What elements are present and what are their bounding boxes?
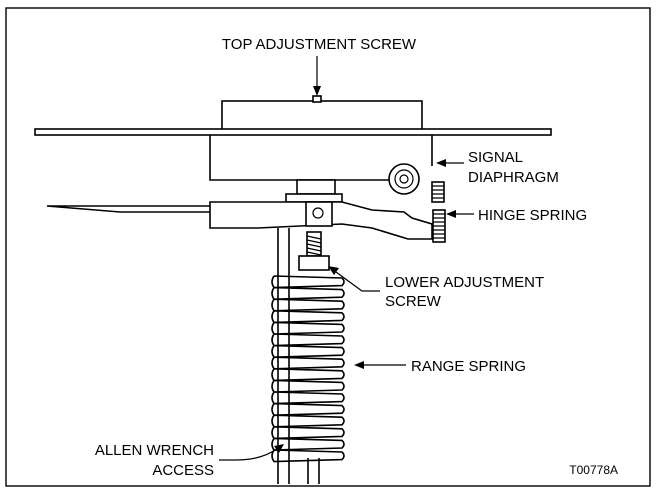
leader-lower-adjustment-screw bbox=[335, 271, 380, 292]
pivot-post bbox=[296, 179, 336, 195]
signal-diaphragm-knob bbox=[388, 163, 420, 195]
label-signal-diaphragm-2: DIAPHRAGM bbox=[468, 169, 559, 186]
figure-id: T00778A bbox=[569, 463, 618, 477]
arrow-top-adjustment-screw bbox=[313, 86, 321, 96]
figure-frame bbox=[5, 7, 651, 487]
long-lever bbox=[46, 201, 217, 213]
pivot-collar bbox=[285, 193, 343, 203]
lower-shaft bbox=[307, 458, 320, 484]
leader-allen-wrench-access bbox=[219, 447, 279, 461]
lever-pivot-block bbox=[305, 201, 333, 227]
arrow-lower-adjustment-screw bbox=[328, 266, 339, 275]
label-lower-adjustment-screw-1: LOWER ADJUSTMENT bbox=[385, 274, 544, 291]
label-allen-wrench-access-2: ACCESS bbox=[152, 462, 214, 479]
top-cover-block bbox=[221, 100, 423, 131]
label-hinge-spring: HINGE SPRING bbox=[478, 207, 587, 224]
mounting-plate bbox=[34, 128, 552, 136]
arrow-allen-wrench-access bbox=[274, 444, 284, 453]
top-adjustment-screw-head bbox=[312, 95, 322, 103]
arrow-signal-diaphragm bbox=[436, 159, 446, 167]
label-signal-diaphragm-1: SIGNAL bbox=[468, 149, 523, 166]
label-range-spring: RANGE SPRING bbox=[411, 358, 526, 375]
label-top-adjustment-screw: TOP ADJUSTMENT SCREW bbox=[222, 36, 417, 53]
label-allen-wrench-access-1: ALLEN WRENCH bbox=[95, 442, 214, 459]
arrow-range-spring bbox=[354, 361, 364, 369]
lower-adjustment-screw bbox=[298, 231, 330, 271]
knurled-adjuster-upper bbox=[431, 181, 445, 203]
arrow-hinge-spring bbox=[446, 210, 456, 218]
range-spring bbox=[271, 275, 345, 463]
lever-pivot-pin bbox=[312, 207, 324, 219]
label-lower-adjustment-screw-2: SCREW bbox=[385, 293, 442, 310]
range-spring-coils bbox=[271, 275, 345, 463]
knurled-adjuster-lower bbox=[432, 209, 446, 243]
